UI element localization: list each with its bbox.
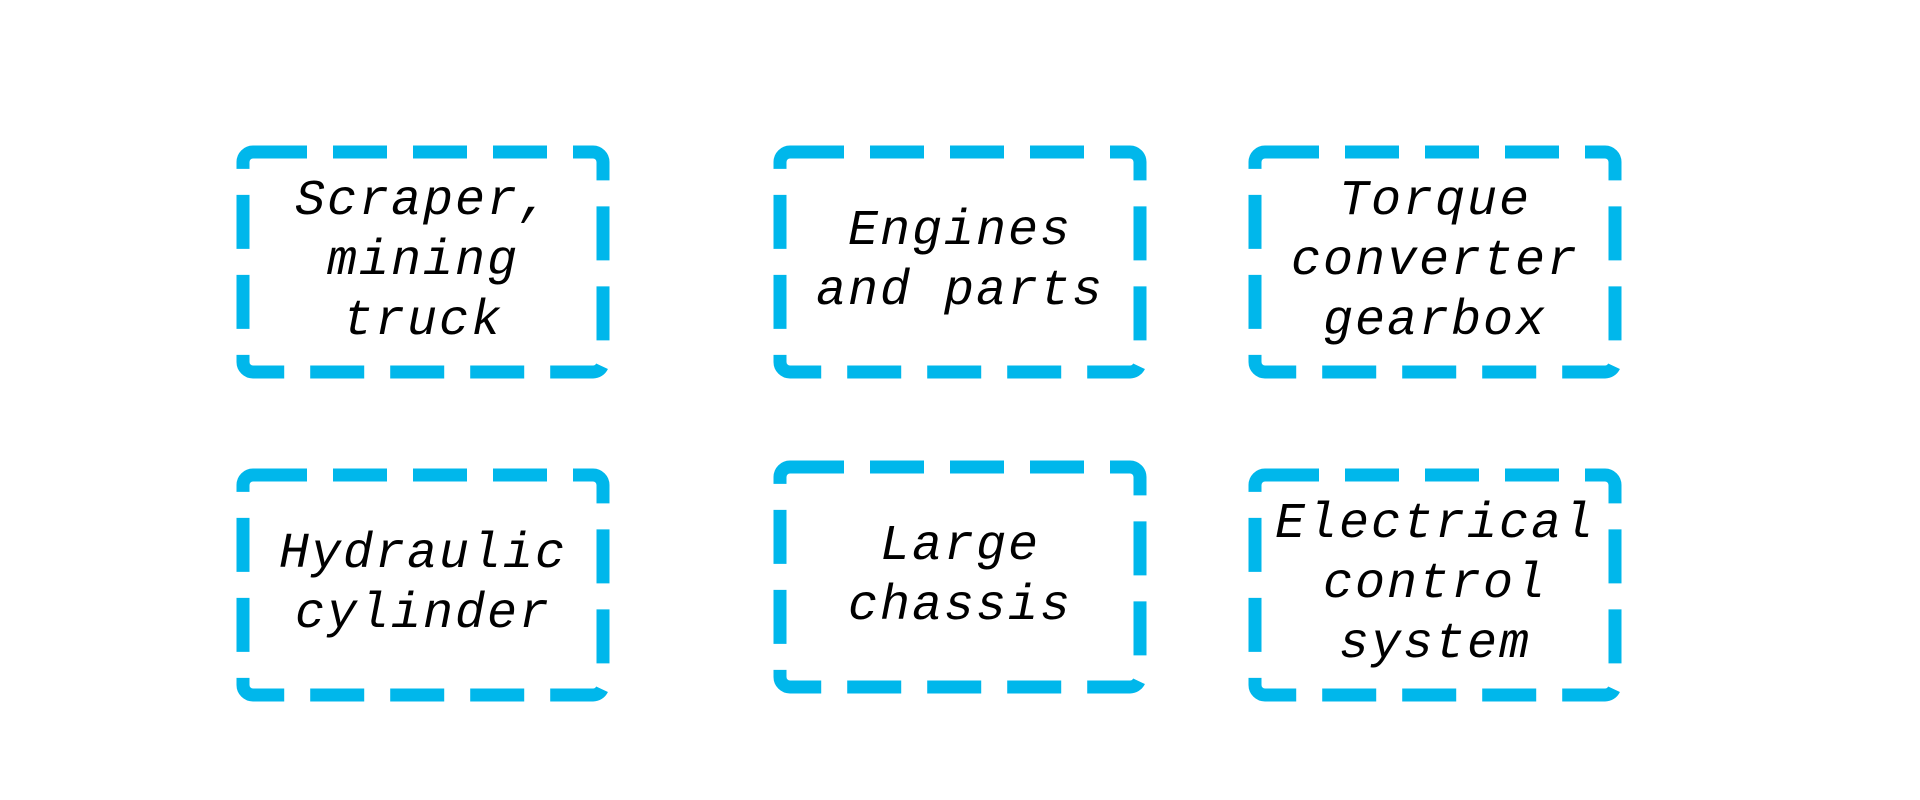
dashed-border <box>1248 145 1622 379</box>
dashed-border <box>773 460 1147 694</box>
box-label: Scraper, mining truck <box>294 173 552 350</box>
dashed-border <box>236 145 610 379</box>
box-label: Hydraulic cylinder <box>278 526 568 643</box>
box-label: Engines and parts <box>815 203 1105 320</box>
box-scraper-mining-truck: Scraper, mining truck <box>236 145 610 379</box>
dashed-border <box>773 145 1147 379</box>
dashed-border <box>236 468 610 702</box>
box-label: Electrical control system <box>1274 496 1596 673</box>
dashed-border <box>1248 468 1622 702</box>
box-label: Torque converter gearbox <box>1290 173 1580 350</box>
box-large-chassis: Large chassis <box>773 460 1147 694</box>
box-hydraulic-cylinder: Hydraulic cylinder <box>236 468 610 702</box>
box-electrical-control-system: Electrical control system <box>1248 468 1622 702</box>
box-torque-converter-gearbox: Torque converter gearbox <box>1248 145 1622 379</box>
box-engines-and-parts: Engines and parts <box>773 145 1147 379</box>
box-label: Large chassis <box>847 518 1073 635</box>
